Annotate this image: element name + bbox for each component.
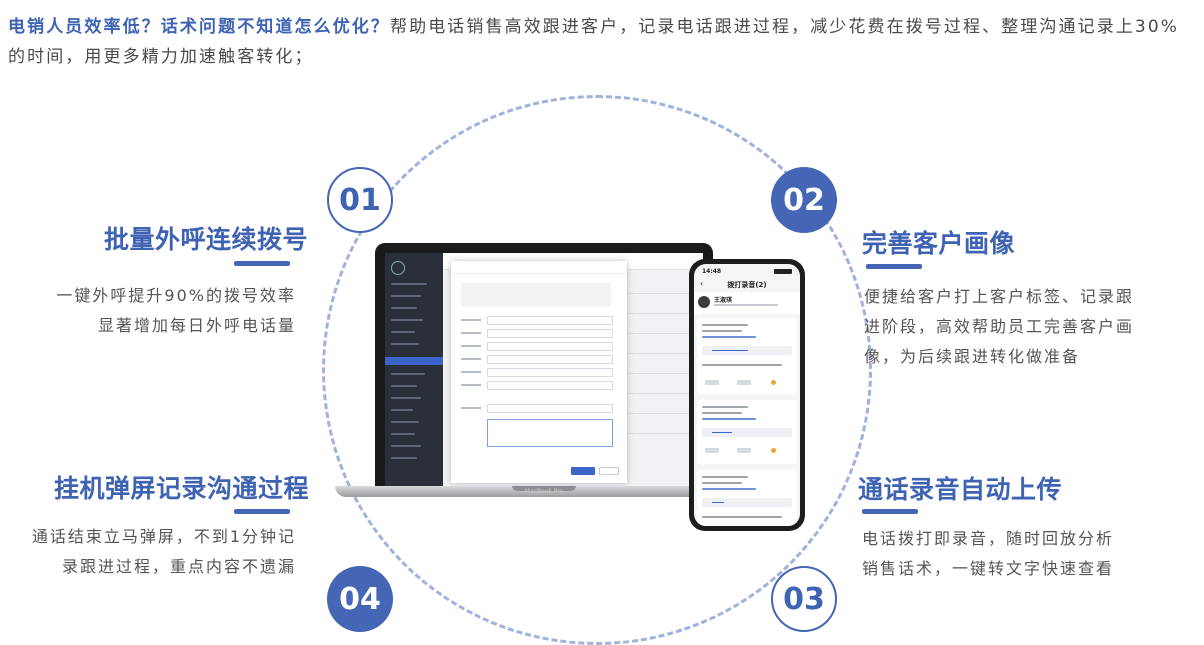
- phone-time: 14:48: [702, 268, 722, 275]
- phone-user-name: 王淑琪: [714, 297, 733, 304]
- phone-mockup: 14:48 ‹ 拨打录音(2) 王淑琪: [689, 259, 805, 531]
- call-record-card[interactable]: [697, 318, 797, 394]
- signal-icon: [774, 269, 792, 274]
- laptop-screen-content: [385, 253, 703, 488]
- phone-user-card: 王淑琪: [694, 292, 800, 314]
- feature-desc-line: 便捷给客户打上客户标签、记录跟: [864, 287, 1135, 306]
- phone-title: 拨打录音(2): [727, 281, 767, 289]
- laptop-base: [335, 486, 753, 497]
- feature-desc-line: 显著增加每日外呼电话量: [97, 316, 296, 335]
- feature-title-04: 挂机弹屏记录沟通过程: [54, 474, 310, 503]
- feature-desc-02: 便捷给客户打上客户标签、记录跟 进阶段，高效帮助员工完善客户画 像，为后续跟进转…: [864, 282, 1194, 372]
- follow-up-modal: [451, 261, 627, 483]
- confirm-button[interactable]: [571, 467, 595, 475]
- feature-desc-line: 像，为后续跟进转化做准备: [864, 347, 1081, 366]
- feature-title-03: 通话录音自动上传: [858, 475, 1063, 504]
- laptop-sidebar: [385, 253, 443, 488]
- feature-title-01: 批量外呼连续拨号: [104, 225, 309, 254]
- cancel-button[interactable]: [599, 467, 619, 475]
- laptop-mockup: [375, 243, 713, 488]
- feature-desc-04: 通话结束立马弹屏，不到1分钟记 录跟进过程，重点内容不遗漏: [2, 522, 296, 582]
- feature-desc-line: 一键外呼提升90%的拨号效率: [56, 286, 296, 305]
- intro-body: 帮助电话销售高效跟进客户，记录电话跟进过程，减少花费在拨号过程、整理沟通记录上3…: [8, 17, 1179, 67]
- feature-number-04: 04: [327, 566, 393, 632]
- laptop-brand-label: MacBook Pro: [524, 488, 564, 495]
- feature-underline-01: [234, 261, 290, 266]
- feature-underline-02: [866, 264, 922, 269]
- feature-title-02: 完善客户画像: [862, 229, 1016, 258]
- feature-underline-04: [234, 509, 290, 514]
- feature-underline-03: [862, 509, 918, 514]
- intro-highlight: 电销人员效率低？话术问题不知道怎么优化？: [8, 17, 390, 37]
- feature-desc-line: 进阶段，高效帮助员工完善客户画: [864, 317, 1135, 336]
- feature-desc-01: 一键外呼提升90%的拨号效率 显著增加每日外呼电话量: [20, 281, 296, 341]
- feature-number-01: 01: [327, 167, 393, 233]
- feature-desc-line: 销售话术，一键转文字快速查看: [862, 559, 1115, 578]
- feature-number-03: 03: [771, 566, 837, 632]
- feature-number-02: 02: [771, 167, 837, 233]
- feature-desc-03: 电话拨打即录音，随时回放分析 销售话术，一键转文字快速查看: [862, 524, 1192, 584]
- call-record-card[interactable]: [697, 470, 797, 526]
- feature-desc-line: 电话拨打即录音，随时回放分析: [862, 529, 1115, 548]
- call-record-card[interactable]: [697, 400, 797, 464]
- intro-paragraph: 电销人员效率低？话术问题不知道怎么优化？帮助电话销售高效跟进客户，记录电话跟进过…: [8, 12, 1198, 72]
- phone-screen: 14:48 ‹ 拨打录音(2) 王淑琪: [694, 264, 800, 526]
- feature-desc-line: 录跟进过程，重点内容不遗漏: [61, 557, 296, 576]
- logo-icon: [391, 261, 405, 275]
- back-icon[interactable]: ‹: [700, 279, 704, 288]
- feature-desc-line: 通话结束立马弹屏，不到1分钟记: [31, 527, 296, 546]
- avatar: [698, 296, 710, 308]
- laptop-notch: [512, 486, 576, 491]
